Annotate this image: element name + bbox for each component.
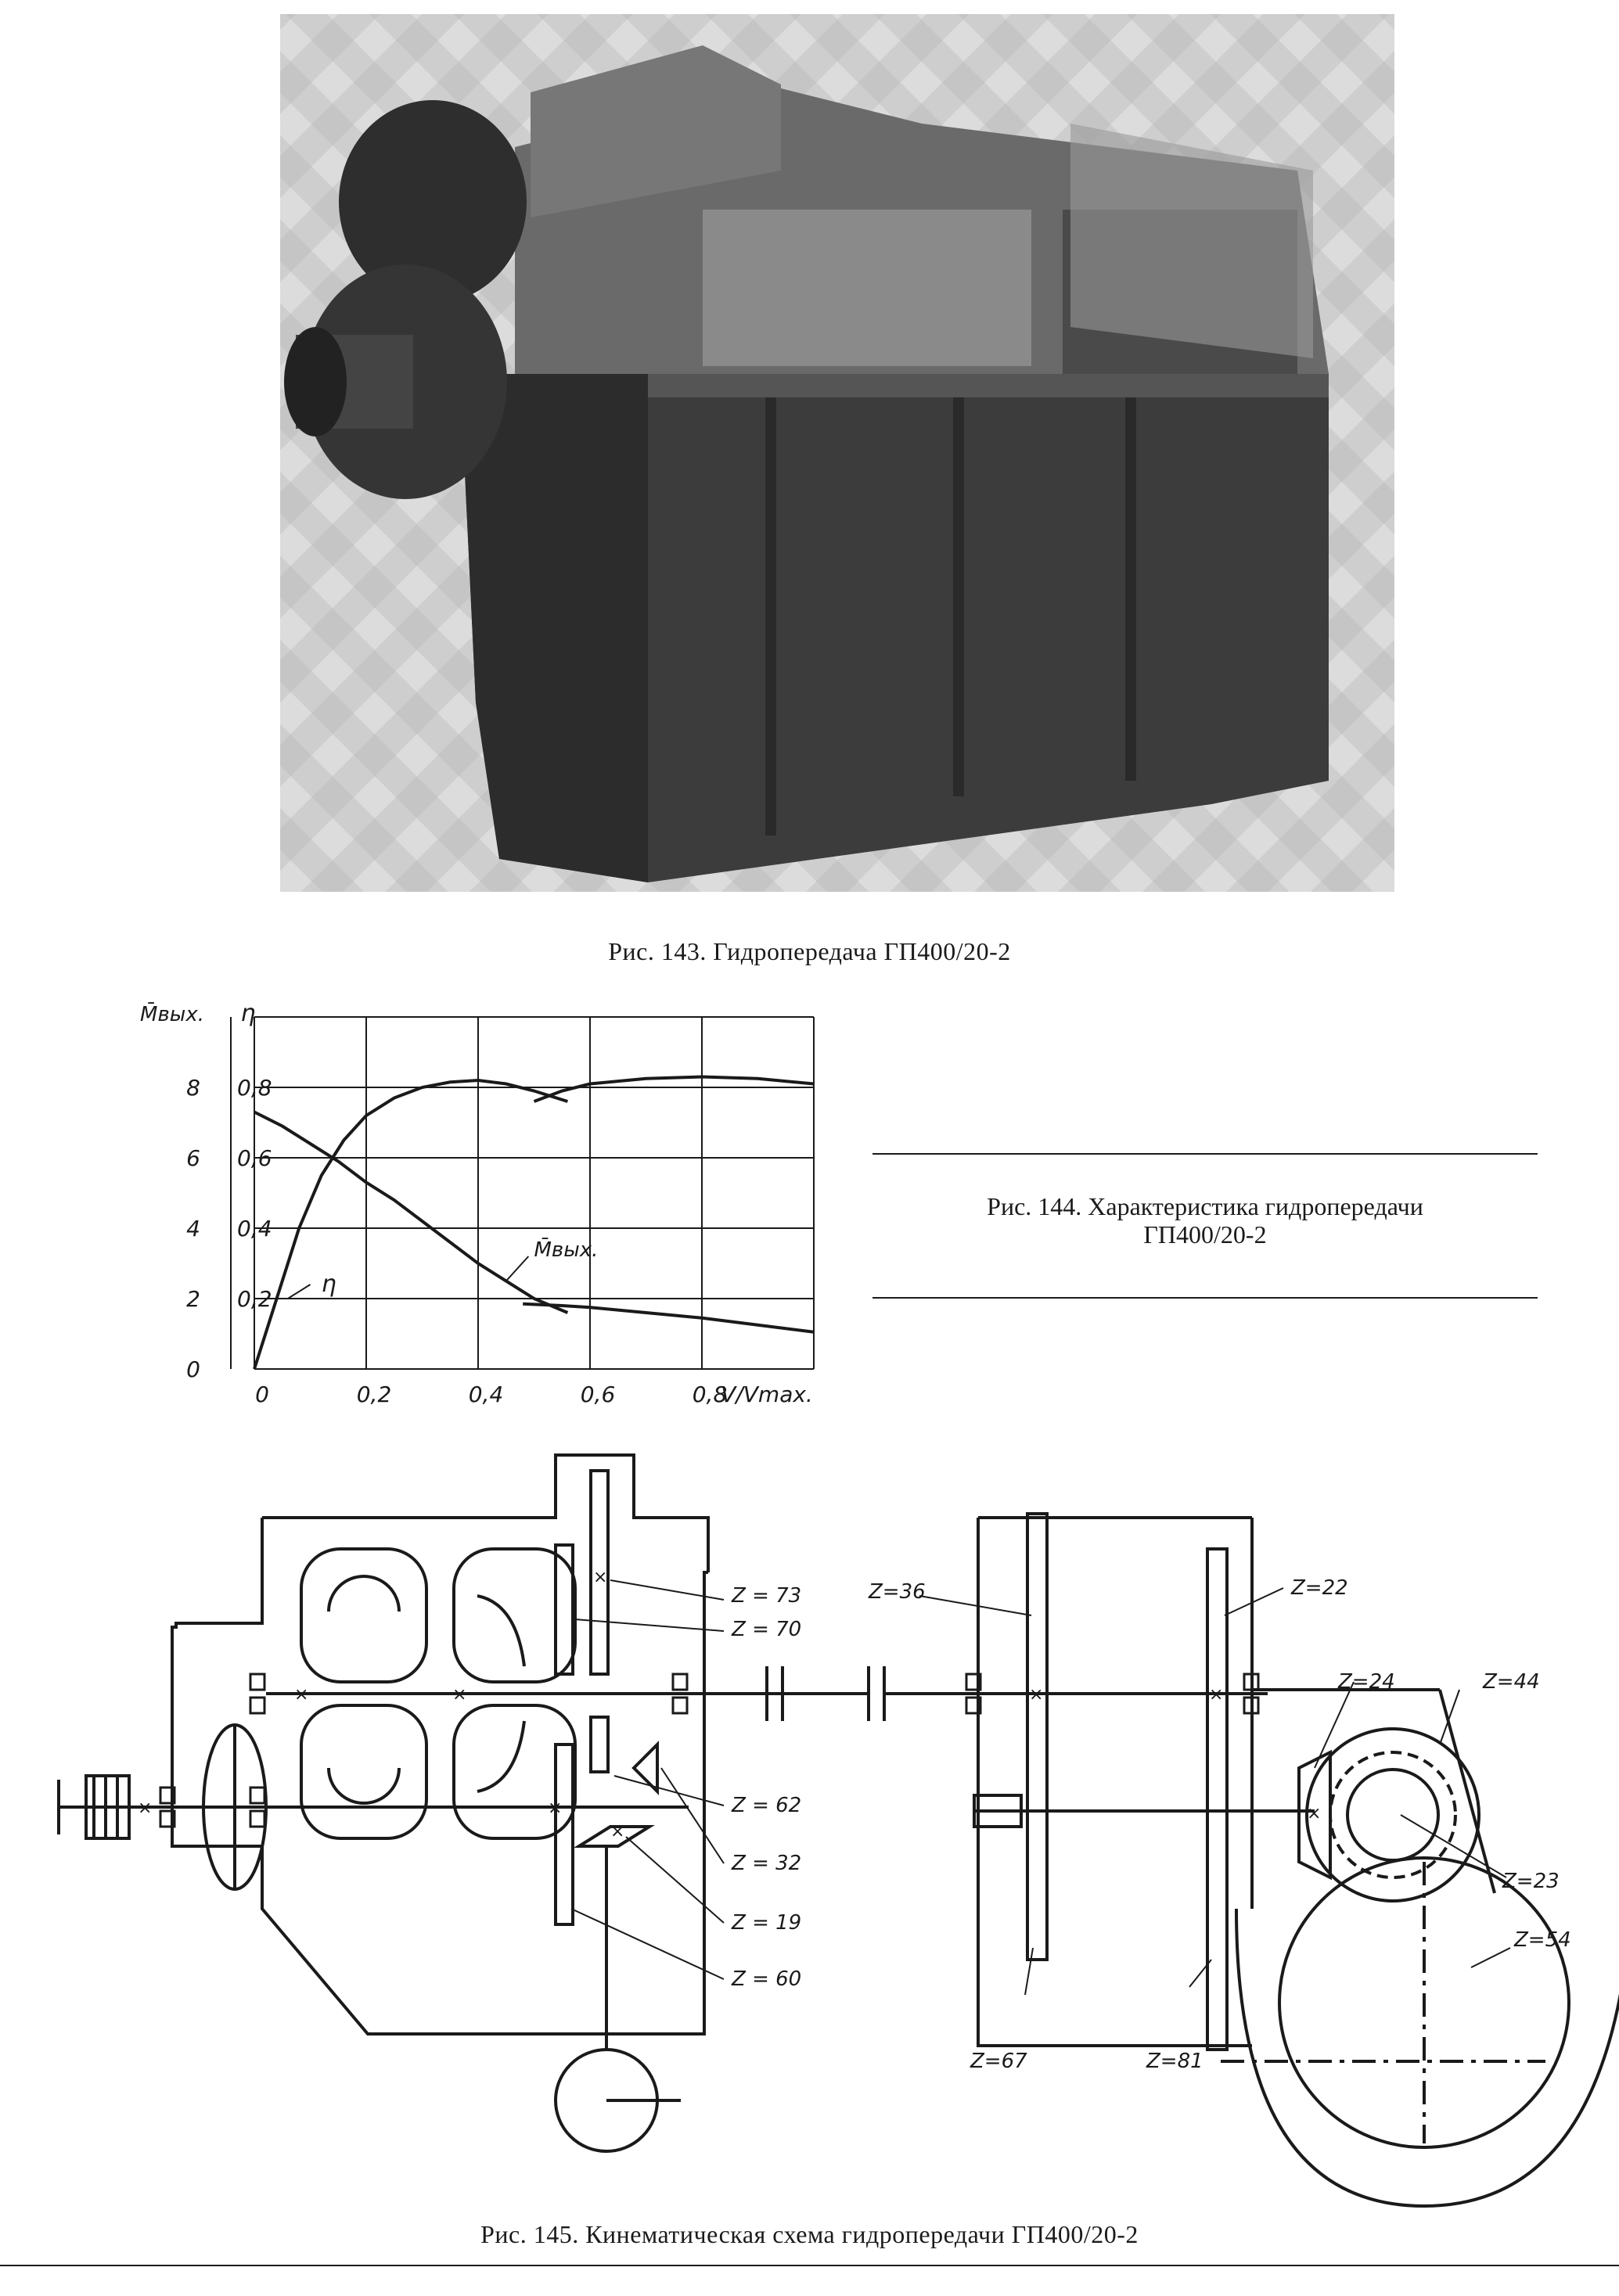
x-tick-label: 0	[255, 1382, 269, 1407]
y-left-tick-label: 8	[186, 1075, 200, 1101]
caption-rule-bottom	[872, 1297, 1538, 1299]
label-z54: Z=54	[1514, 1928, 1571, 1952]
fig143-caption: Рис. 143. Гидропередача ГП400/20-2	[608, 937, 1011, 965]
label-z62: Z = 62	[732, 1794, 802, 1817]
label-z19: Z = 19	[732, 1911, 802, 1935]
m-annotation: M̄вых.	[534, 1237, 599, 1262]
eta-curve-0	[253, 1078, 569, 1370]
kinematic-scheme: × × × × × × × × ×	[57, 1453, 1619, 2208]
transmission-illustration	[284, 45, 1329, 882]
x-tick-label: 0,4	[469, 1382, 504, 1407]
fig144-caption: Рис. 144. Характеристика гидропередачи Г…	[872, 1192, 1538, 1249]
y-left-tick-label: 2	[186, 1286, 200, 1312]
caption-rule-top	[872, 1153, 1538, 1155]
label-z22: Z=22	[1291, 1576, 1348, 1600]
x-axis-label: V/Vmax.	[721, 1382, 813, 1407]
svg-text:×: ×	[593, 1568, 607, 1587]
label-z73: Z = 73	[732, 1584, 802, 1608]
y-left-tick-label: 4	[186, 1216, 200, 1241]
x-tick-label: 0,8	[693, 1382, 728, 1407]
x-tick-label: 0,2	[357, 1382, 392, 1407]
svg-text:×: ×	[452, 1685, 466, 1705]
label-z23: Z=23	[1502, 1870, 1560, 1893]
y-left-tick-label: 0	[186, 1356, 200, 1382]
label-z44: Z=44	[1483, 1670, 1540, 1694]
hydrotransmission-photo	[280, 14, 1394, 892]
svg-text:×: ×	[548, 1798, 562, 1818]
page-bottom-rule	[0, 2265, 1619, 2266]
svg-text:×: ×	[1307, 1804, 1321, 1824]
label-z32: Z = 32	[732, 1852, 802, 1875]
fig144-caption-line2: ГП400/20-2	[1143, 1220, 1267, 1249]
y-right-axis-label: η	[240, 1000, 255, 1027]
fig145-caption: Рис. 145. Кинематическая схема гидропере…	[480, 2220, 1139, 2248]
label-z60: Z = 60	[732, 1967, 802, 1991]
y-left-tick-label: 6	[186, 1145, 200, 1171]
svg-text:×: ×	[1209, 1685, 1223, 1705]
eta-annotation: η	[322, 1270, 336, 1298]
y-eta-tick-label: 0,2	[237, 1286, 272, 1312]
label-z67: Z=67	[970, 2050, 1027, 2073]
eta-curve-1	[533, 1075, 815, 1103]
y-eta-tick-label: 0,8	[237, 1075, 272, 1101]
m-annotation-leader	[505, 1256, 530, 1282]
m-out-curve-1	[523, 1302, 815, 1334]
label-z81: Z=81	[1146, 2050, 1203, 2073]
eta-annotation-leader	[287, 1284, 311, 1299]
svg-text:×: ×	[610, 1822, 624, 1841]
y-left-axis-label: M̄вых.	[140, 1001, 204, 1026]
y-eta-tick-label: 0,6	[237, 1145, 272, 1171]
x-tick-label: 0,6	[581, 1382, 616, 1407]
fig144-caption-line1: Рис. 144. Характеристика гидропередачи	[987, 1192, 1423, 1220]
label-z36: Z=36	[869, 1580, 926, 1604]
svg-text:×: ×	[1029, 1685, 1043, 1705]
label-z24: Z=24	[1338, 1670, 1395, 1694]
svg-text:×: ×	[138, 1798, 152, 1818]
svg-text:×: ×	[294, 1685, 308, 1705]
m-out-curve-0	[254, 1110, 569, 1314]
y-eta-tick-label: 0,4	[237, 1216, 272, 1241]
label-z70: Z = 70	[732, 1618, 802, 1641]
